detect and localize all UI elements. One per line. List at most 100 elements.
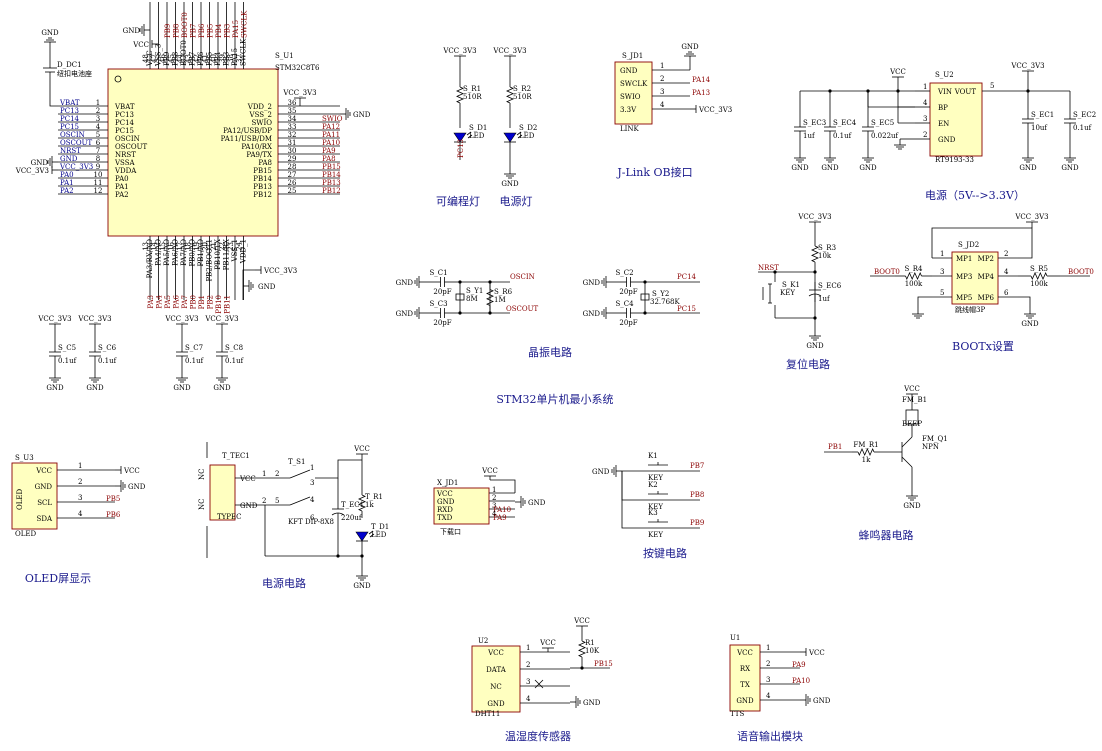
power-net-label: VCC — [573, 617, 590, 625]
ground-symbol — [515, 496, 526, 508]
boot-caption: BOOTx设置 — [952, 340, 1014, 353]
led-ref: S_D1 — [469, 124, 487, 132]
pin-number: 16 — [168, 241, 176, 250]
resistor-value: 1k — [365, 501, 374, 509]
net-label: PB6 — [106, 511, 121, 519]
pin-number: 10 — [94, 171, 103, 179]
gnd-label: GND — [86, 384, 104, 392]
ground-symbol — [44, 37, 56, 48]
pin-number: 5 — [940, 289, 944, 297]
switch-pin: 2 — [275, 470, 279, 478]
switch-ref: T_S1 — [288, 458, 305, 466]
serial-ref: X_JD1 — [437, 479, 458, 487]
junction-dot — [360, 554, 364, 558]
resistor-ref: S_R6 — [494, 288, 513, 296]
pin-number: 35 — [288, 107, 297, 115]
ground-symbol — [1024, 308, 1036, 319]
net-label: SWIO — [322, 115, 343, 123]
resistor-ref: S_R4 — [904, 265, 923, 273]
pin-name: PB9 — [163, 52, 171, 66]
gnd-label: GND — [528, 499, 546, 507]
power-net-label: VCC_3V3 — [492, 47, 526, 55]
pin-number: 42 — [193, 54, 201, 63]
capacitor-ref: S_EC6 — [818, 282, 842, 290]
capacitor-value: 0.1uf — [185, 357, 205, 365]
capacitor-ref: T_EC1 — [341, 501, 364, 509]
pin-number: 5 — [990, 82, 994, 90]
power-net-label: VCC_3V3 — [797, 213, 831, 221]
pin-name: PB5 — [206, 52, 214, 66]
capacitor-ref: S_EC2 — [1073, 111, 1096, 119]
typec-body — [209, 464, 236, 521]
dht-name: DHT11 — [475, 710, 500, 718]
junction-dot — [813, 270, 817, 274]
pin-name: PA4/AO — [155, 239, 163, 266]
pin-number: 2 — [1004, 250, 1008, 258]
switch-ref: S_K1 — [782, 281, 800, 289]
pin-number: 2 — [492, 494, 496, 502]
gnd-label: GND — [813, 697, 831, 705]
pin-name: OSCOUT — [115, 143, 148, 151]
gnd-label: GND — [128, 483, 146, 491]
crystal-caption: 晶振电路 — [528, 345, 572, 359]
gnd-label: GND — [173, 384, 191, 392]
power-net-label: VCC_3V3 — [442, 47, 476, 55]
net-label: PB6 — [198, 23, 206, 38]
resistor-body — [456, 86, 464, 104]
ground-symbol — [912, 308, 924, 319]
pin-name: VOUT — [954, 88, 977, 96]
pin-number: 6 — [96, 139, 101, 147]
boot-ref: S_JD2 — [958, 241, 979, 249]
pin-number: 36 — [288, 99, 297, 107]
ground-symbol — [824, 152, 836, 163]
junction-dot — [643, 311, 647, 315]
pin-name: PB12 — [253, 191, 272, 199]
net-label: PA9 — [322, 147, 336, 155]
wire — [490, 479, 516, 493]
pin-number: 33 — [288, 123, 297, 131]
junction-dot — [458, 280, 462, 284]
buzzer-ref: FM_B1 — [902, 396, 927, 404]
tts-body — [729, 644, 761, 712]
pin-name: VSS_1 — [231, 239, 239, 262]
pin-name: RXD — [437, 506, 453, 514]
pin-number: 37 — [236, 54, 244, 63]
pin-name: BOOT0 — [180, 40, 188, 66]
pin-number: 3 — [660, 88, 664, 96]
net-label: BOOT0 — [181, 12, 189, 38]
gnd-label: GND — [681, 43, 699, 51]
ground-symbol — [809, 330, 821, 341]
crystal-ref: S_Y1 — [466, 287, 483, 295]
net-label: PA12 — [322, 123, 340, 131]
switch-blade — [289, 469, 311, 479]
pin-name: NRST — [115, 151, 136, 159]
net-label: PC13 — [457, 139, 465, 158]
resistor-value: 10K — [585, 647, 600, 655]
resistor-ref: R1 — [585, 639, 595, 647]
net-label: PA1 — [60, 179, 74, 187]
net-label: PB5 — [207, 24, 215, 38]
pin-name: VCC — [487, 649, 504, 657]
crystal-body — [640, 293, 650, 301]
pin-number: 1 — [923, 83, 927, 91]
net-label: PB7 — [690, 462, 704, 470]
net-label: PB3 — [224, 24, 232, 38]
switch-pin: 1 — [310, 464, 314, 472]
oled-body — [11, 462, 58, 530]
junction-dot — [458, 311, 462, 315]
jlink-name: LINK — [620, 125, 640, 133]
resistor-body — [506, 86, 514, 104]
capacitor-ref: S_C2 — [615, 269, 633, 277]
power-net-label: VCC — [353, 445, 370, 453]
pin-name: PB10/TX — [214, 239, 222, 270]
net-label: OSCOUT — [60, 139, 93, 147]
pin-name: MP1 — [956, 255, 972, 263]
net-label: PB12 — [322, 187, 341, 195]
net-label: PA11 — [322, 131, 340, 139]
net-label: PB11 — [224, 295, 232, 314]
pin-number: 41 — [202, 54, 210, 63]
boot-name: 跳线帽3P — [955, 305, 985, 314]
resistor-body — [905, 272, 922, 280]
net-label: VCC_3V3 — [59, 163, 93, 171]
pin-name: SCL — [37, 499, 52, 507]
